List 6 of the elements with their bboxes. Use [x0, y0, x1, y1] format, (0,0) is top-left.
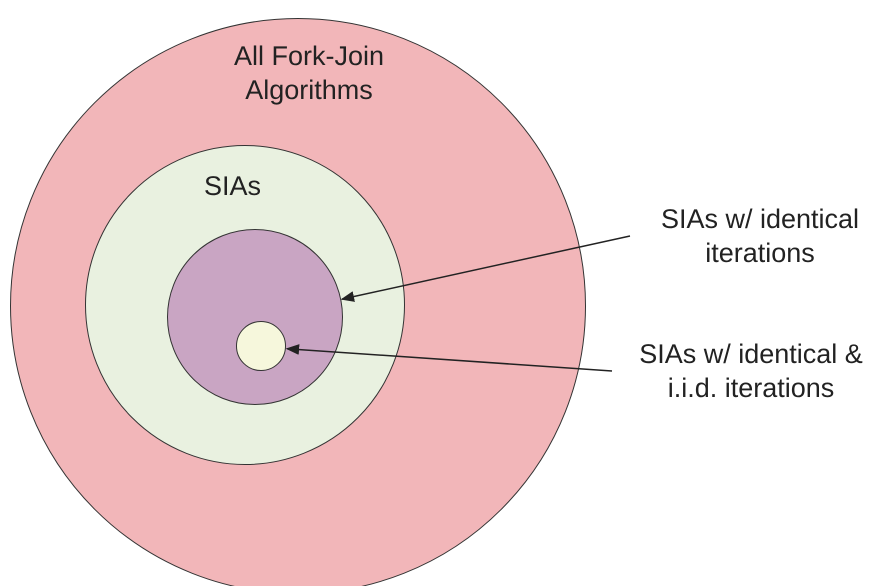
callout-label: SIAs w/ identical & i.i.d. iterations — [612, 337, 890, 405]
callout-label: SIAs w/ identical iterations — [630, 202, 890, 270]
set-label: SIAs — [202, 170, 262, 202]
set-label: All Fork-Join Algorithms — [232, 40, 386, 107]
leader-arrow — [286, 344, 612, 372]
leader-arrow — [340, 235, 630, 302]
